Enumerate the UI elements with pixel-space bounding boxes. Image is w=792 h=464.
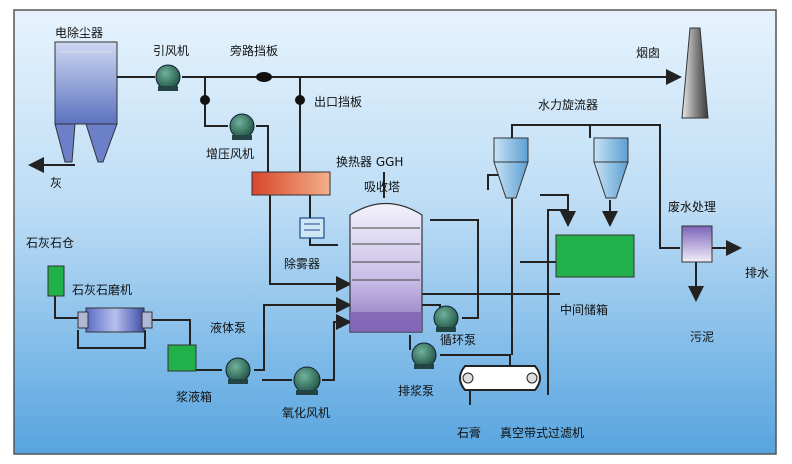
label-drain: 排水 [745, 266, 770, 280]
intermediate-tank-shape [555, 234, 635, 278]
limestone-silo-shape [47, 265, 65, 297]
demister-icon [299, 217, 325, 239]
bypass-damper-icon [256, 72, 272, 82]
label-vacuum-filter: 真空带式过滤机 [500, 426, 585, 440]
label-circulation-pump: 循环泵 [440, 333, 477, 347]
flow-lines [28, 69, 742, 405]
label-hydrocyclone: 水力旋流器 [538, 98, 599, 112]
esp-unit [54, 41, 118, 163]
circulation-pump-icon [433, 305, 459, 332]
outlet-damper-icon [295, 95, 305, 105]
label-sludge: 污泥 [690, 330, 715, 344]
label-limestone-silo: 石灰石仓 [26, 236, 75, 250]
chimney-shape [681, 27, 709, 119]
label-wastewater: 废水处理 [668, 200, 717, 214]
label-absorber: 吸收塔 [364, 180, 401, 194]
absorber-tower [349, 203, 423, 333]
label-gypsum: 石膏 [457, 426, 482, 440]
vacuum-filter-shape [459, 365, 541, 391]
ball-mill-shape [77, 307, 153, 333]
slurry-tank-shape [167, 344, 197, 372]
label-chimney: 烟囱 [636, 46, 661, 60]
liquid-pump-icon [225, 357, 251, 384]
hydrocyclone-right [593, 137, 629, 199]
inlet-damper-icon [200, 95, 210, 105]
label-ggh: 换热器 GGH [336, 155, 404, 169]
booster-fan-icon [229, 113, 255, 140]
label-ball-mill: 石灰石磨机 [72, 283, 133, 297]
discharge-pump-icon [411, 342, 437, 369]
wastewater-unit-shape [681, 225, 713, 263]
label-esp: 电除尘器 [55, 26, 104, 40]
id-fan-icon [155, 64, 181, 91]
label-liquid-pump: 液体泵 [210, 321, 247, 335]
label-slurry-tank: 浆液箱 [176, 390, 213, 404]
hydrocyclone-left [493, 137, 529, 199]
label-id-fan: 引风机 [153, 44, 190, 58]
label-oxidation-fan: 氧化风机 [282, 406, 331, 420]
oxidation-fan-icon [293, 366, 321, 395]
label-outlet-damper: 出口挡板 [314, 95, 363, 109]
label-demister: 除雾器 [284, 257, 321, 271]
label-ash: 灰 [50, 176, 63, 190]
label-bypass-damper: 旁路挡板 [230, 44, 279, 58]
label-booster-fan: 增压风机 [206, 147, 255, 161]
label-discharge-pump: 排浆泵 [398, 384, 435, 398]
label-intermediate-tank: 中间储箱 [560, 303, 609, 317]
ggh-shape [251, 171, 331, 196]
